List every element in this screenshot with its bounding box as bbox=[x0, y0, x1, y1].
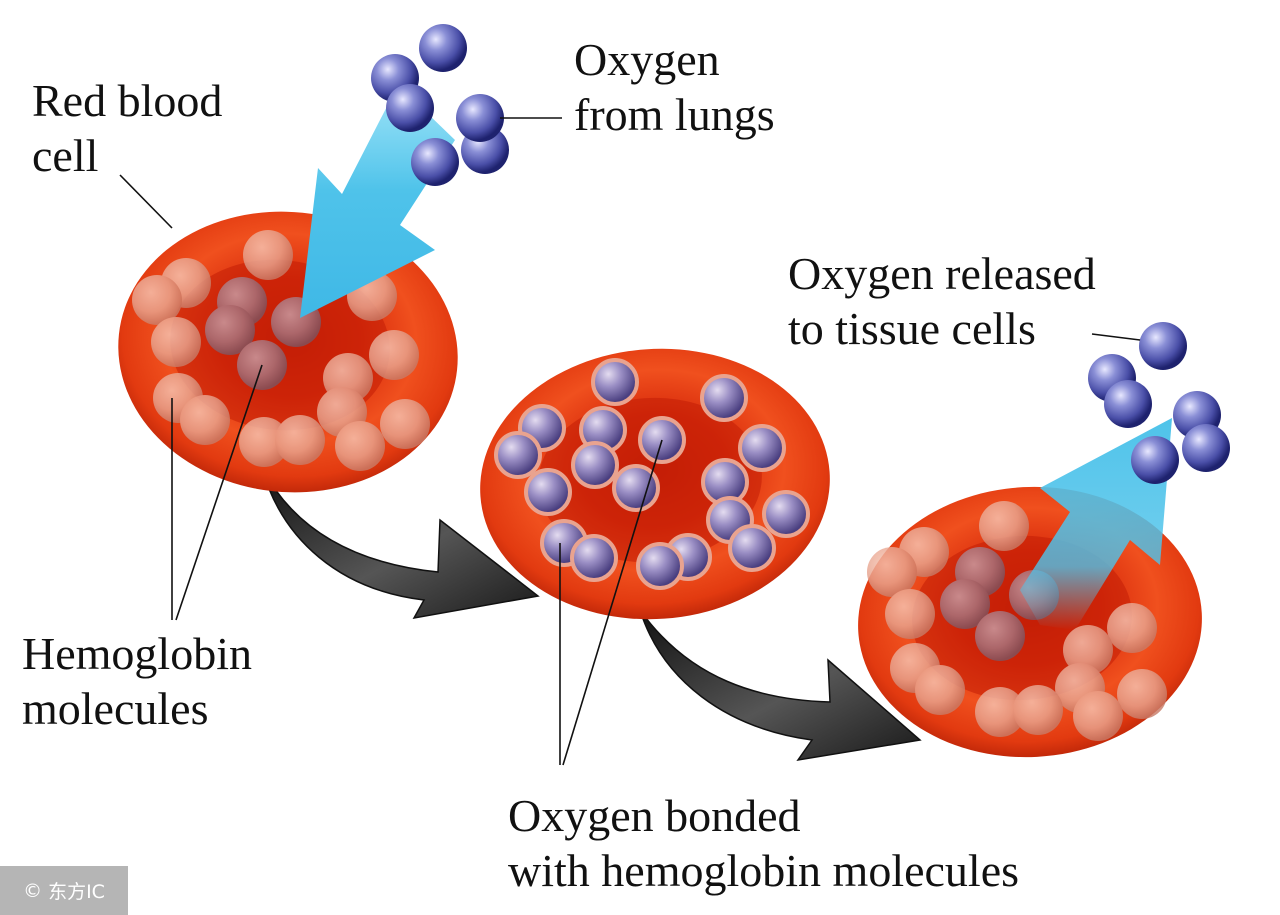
oxygen-molecules-incoming bbox=[371, 24, 509, 186]
hemoglobin-group-cell-3 bbox=[867, 501, 1167, 741]
label-oxygen-bonded: Oxygen bonded with hemoglobin molecules bbox=[508, 788, 1019, 898]
label-oxygen-bonded-line-2: with hemoglobin molecules bbox=[508, 845, 1020, 896]
label-oxygen-released-line-2: to tissue cells bbox=[788, 303, 1036, 354]
watermark-text: 东方IC bbox=[48, 881, 105, 903]
label-oxygen-released-line-1: Oxygen released bbox=[788, 248, 1096, 299]
hemoglobin-group-cell-1 bbox=[132, 230, 430, 471]
process-arrow-1 bbox=[261, 467, 540, 620]
label-red-blood-cell-line-1: Red blood bbox=[32, 75, 223, 126]
leader-bonded-2 bbox=[562, 439, 663, 766]
label-red-blood-cell: Red blood cell bbox=[32, 73, 222, 183]
leader-red-blood-cell bbox=[119, 174, 173, 229]
oxygen-molecules-released bbox=[1088, 322, 1230, 484]
label-oxygen-released: Oxygen released to tissue cells bbox=[788, 246, 1096, 356]
copyright-icon: © bbox=[23, 879, 43, 902]
watermark: © 东方IC bbox=[0, 866, 128, 915]
leader-lines bbox=[119, 117, 1141, 766]
label-oxygen-from-lungs-line-2: from lungs bbox=[574, 89, 775, 140]
oxyhemoglobin-group-cell-2 bbox=[494, 358, 810, 590]
label-oxygen-bonded-line-1: Oxygen bonded bbox=[508, 790, 801, 841]
leader-oxygen-released bbox=[1091, 333, 1141, 341]
label-oxygen-from-lungs-line-1: Oxygen bbox=[574, 34, 720, 85]
label-hemoglobin-line-1: Hemoglobin bbox=[22, 628, 252, 679]
oxygen-inflow-arrow bbox=[300, 85, 455, 318]
label-red-blood-cell-line-2: cell bbox=[32, 130, 99, 181]
label-hemoglobin-line-2: molecules bbox=[22, 683, 209, 734]
leader-hemoglobin-2 bbox=[175, 364, 263, 621]
process-arrow-2 bbox=[639, 609, 922, 762]
label-oxygen-from-lungs: Oxygen from lungs bbox=[574, 32, 775, 142]
label-hemoglobin-molecules: Hemoglobin molecules bbox=[22, 626, 252, 736]
